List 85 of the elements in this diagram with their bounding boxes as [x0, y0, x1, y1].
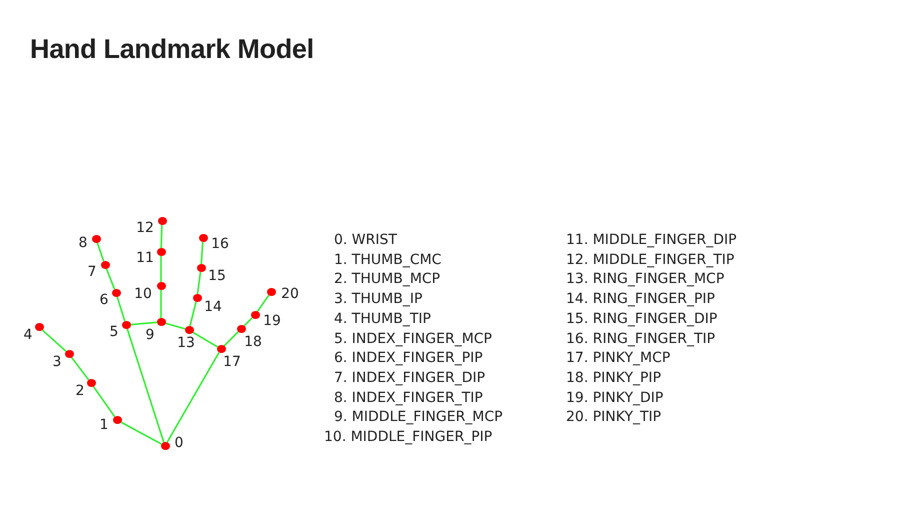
connector-line: [160, 224, 163, 248]
landmark-number: 16: [211, 236, 229, 252]
landmark-number: 14: [204, 299, 222, 315]
connector-line: [256, 294, 270, 312]
connector-line: [189, 302, 197, 326]
landmark-dot: [236, 325, 246, 333]
landmark-dot: [112, 416, 122, 424]
landmark-number: 19: [263, 313, 281, 329]
landmark-name: 16. RING_FINGER_TIP: [566, 330, 716, 346]
landmark-dot: [86, 379, 96, 387]
landmark-number: 6: [100, 292, 108, 308]
landmark-name: 7. INDEX_FINGER_DIP: [334, 370, 486, 386]
landmark-dot: [112, 289, 120, 297]
landmark-dot: [64, 350, 74, 358]
landmark-name: 9. MIDDLE_FINGER_MCP: [334, 409, 503, 426]
landmark-dot: [250, 311, 260, 319]
landmark-number: 10: [134, 286, 152, 302]
landmark-dot: [160, 442, 170, 450]
connector-line: [41, 329, 67, 352]
connector-line: [116, 296, 126, 322]
landmark-name: 1. THUMB_CMC: [334, 252, 442, 268]
landmark-number: 18: [244, 334, 262, 350]
title: Hand Landmark Model: [30, 34, 314, 65]
connector-line: [126, 328, 165, 442]
landmark-name: 17. PINKY_MCP: [566, 350, 670, 366]
connector-line: [120, 421, 162, 445]
landmark-name: 13. RING_FINGER_MCP: [566, 271, 724, 288]
landmark-name: 5. INDEX_FINGER_MCP: [334, 330, 492, 346]
landmark-number: 1: [100, 417, 108, 433]
landmark-number: 7: [88, 264, 96, 280]
landmark-name: 15. RING_FINGER_DIP: [566, 310, 718, 327]
landmark-number: 5: [110, 324, 118, 340]
landmark-name: 0. WRIST: [334, 232, 397, 248]
connector-line: [166, 352, 220, 443]
connector-line: [196, 272, 202, 294]
connector-line: [70, 356, 90, 380]
landmark-name: 2. THUMB_MCP: [334, 271, 440, 288]
landmark-number: 13: [177, 335, 195, 351]
connector-line: [164, 322, 186, 330]
landmark-dot: [158, 217, 166, 225]
connector-line: [92, 386, 116, 418]
landmark-name: 18. PINKY_PIP: [566, 370, 662, 386]
landmark-name: 8. INDEX_FINGER_TIP: [334, 390, 483, 406]
connector-line: [160, 256, 162, 282]
landmark-dot: [216, 345, 226, 353]
landmark-name: 10. MIDDLE_FINGER_PIP: [324, 429, 492, 445]
connector-line: [243, 317, 253, 327]
landmark-name: 14. RING_FINGER_PIP: [566, 291, 715, 308]
connector-line: [160, 290, 162, 318]
landmark-name: 20. PINKY_TIP: [566, 409, 662, 426]
connector-line: [223, 331, 239, 347]
connector-line: [106, 268, 116, 290]
landmark-dot: [34, 323, 44, 331]
landmark-number: 11: [136, 250, 154, 266]
landmark-dot: [192, 294, 202, 302]
connector-line: [96, 242, 104, 262]
landmark-dot: [156, 318, 166, 326]
landmark-dot: [266, 288, 276, 296]
landmark-dot: [196, 264, 206, 272]
landmark-dot: [156, 248, 166, 256]
landmark-dot: [184, 326, 194, 334]
landmark-number: 20: [281, 286, 299, 302]
landmark-dot: [100, 261, 110, 269]
landmark-number: 15: [208, 268, 226, 284]
connector-line: [200, 242, 204, 264]
landmark-name: 6. INDEX_FINGER_PIP: [334, 350, 483, 366]
landmark-name: 19. PINKY_DIP: [566, 390, 664, 406]
landmark-number: 2: [76, 383, 84, 399]
landmark-dot: [156, 282, 166, 290]
landmark-name: 4. THUMB_TIP: [334, 310, 431, 327]
landmark-number: 3: [52, 354, 62, 370]
landmark-number: 0: [174, 435, 184, 451]
landmark-number: 17: [223, 354, 241, 370]
landmark-number: 8: [78, 235, 88, 251]
landmark-name: 12. MIDDLE_FINGER_TIP: [566, 252, 734, 268]
landmark-number: 12: [136, 220, 154, 236]
connector-line: [192, 331, 218, 348]
connector-line: [130, 322, 158, 326]
landmark-dot: [92, 235, 100, 243]
landmark-name: 3. THUMB_IP: [334, 291, 422, 308]
landmark-dot: [122, 321, 130, 329]
landmark-number: 9: [146, 327, 154, 343]
landmark-dot: [198, 234, 208, 242]
landmark-number: 4: [24, 327, 32, 343]
landmark-name: 11. MIDDLE_FINGER_DIP: [566, 232, 737, 248]
